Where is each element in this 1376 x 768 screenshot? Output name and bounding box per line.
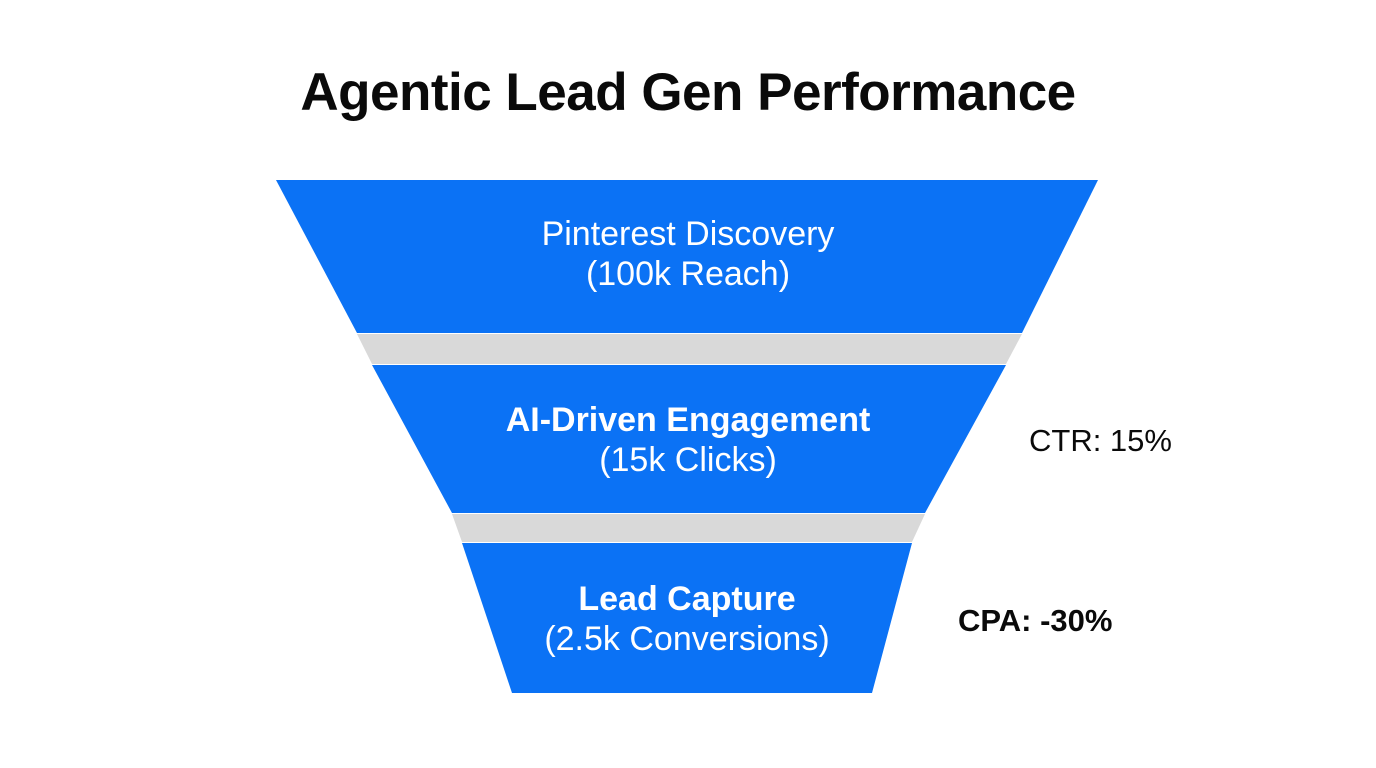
funnel-connector-1 (357, 334, 1022, 364)
funnel-stage-1-shape (276, 180, 1098, 333)
annotation-cpa: CPA: -30% (958, 603, 1113, 638)
funnel-connector-2 (452, 514, 925, 542)
funnel-stage-2-shape (372, 365, 1006, 513)
funnel-stage-3-shape (462, 543, 912, 693)
annotation-ctr: CTR: 15% (1029, 423, 1172, 458)
chart-title: Agentic Lead Gen Performance (300, 63, 1076, 122)
